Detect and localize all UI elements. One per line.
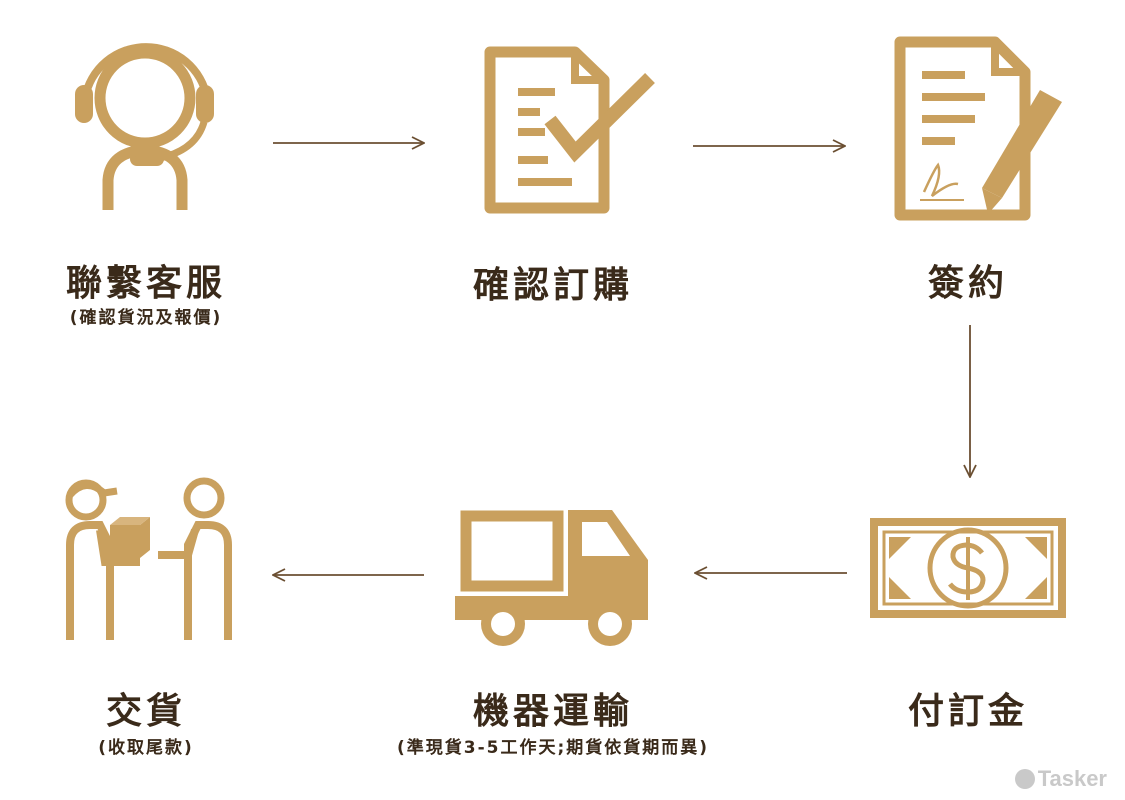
watermark-text: Tasker bbox=[1037, 766, 1107, 791]
step-title-contact-service: 聯繫客服 bbox=[65, 263, 226, 304]
package-handover-icon bbox=[65, 477, 232, 640]
step-title-deposit: 付訂金 bbox=[907, 691, 1028, 732]
step-subtitle-delivery: (收取尾款) bbox=[98, 738, 194, 758]
document-checkmark-icon bbox=[484, 46, 655, 214]
document-signature-pen-icon bbox=[894, 36, 1062, 221]
tasker-logo-icon bbox=[1014, 769, 1035, 789]
step-subtitle-contact-service: (確認貨況及報價) bbox=[69, 308, 223, 328]
step-title-sign-contract: 簽約 bbox=[927, 263, 1008, 304]
step-subtitle-transport: (準現貨3-5工作天;期貨依貨期而異) bbox=[396, 738, 710, 758]
step-title-transport: 機器運輸 bbox=[472, 691, 633, 732]
dollar-bill-icon bbox=[870, 518, 1066, 618]
step-title-delivery: 交貨 bbox=[105, 691, 186, 732]
step-title-confirm-order: 確認訂購 bbox=[472, 265, 633, 306]
delivery-truck-icon bbox=[455, 510, 648, 646]
watermark: Tasker bbox=[1014, 766, 1107, 792]
customer-service-headset-icon bbox=[75, 43, 214, 210]
